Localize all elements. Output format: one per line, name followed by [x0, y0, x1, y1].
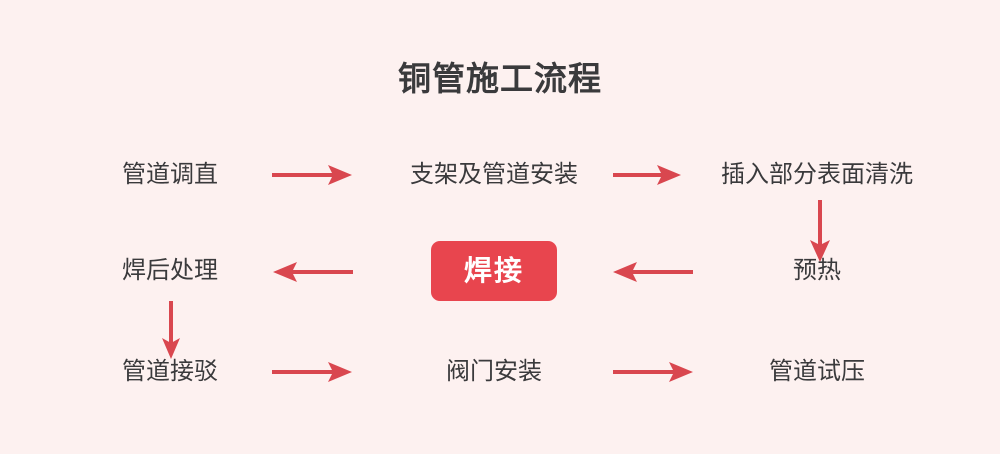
flow-node-pipe-pressure-test[interactable]: 管道试压 [769, 358, 865, 385]
flow-node-pipe-straightening[interactable]: 管道调直 [122, 161, 218, 188]
page-title: 铜管施工流程 [398, 60, 602, 97]
flow-node-preheating[interactable]: 预热 [793, 257, 841, 284]
arrow-left-icon [613, 257, 693, 287]
arrow-right-icon [613, 160, 681, 190]
flow-node-welding-highlighted[interactable]: 焊接 [431, 241, 557, 301]
flow-node-pipe-connection[interactable]: 管道接驳 [122, 358, 218, 385]
arrow-right-icon [613, 357, 693, 387]
flow-node-post-weld-treatment[interactable]: 焊后处理 [122, 257, 218, 284]
flow-node-bracket-pipe-installation[interactable]: 支架及管道安装 [410, 161, 578, 188]
flow-node-valve-installation[interactable]: 阀门安装 [446, 358, 542, 385]
flow-node-insert-surface-cleaning[interactable]: 插入部分表面清洗 [721, 161, 913, 188]
flowchart-canvas: 管道调直 支架及管道安装 插入部分表面清洗 焊后处理 焊接 [0, 140, 1000, 420]
